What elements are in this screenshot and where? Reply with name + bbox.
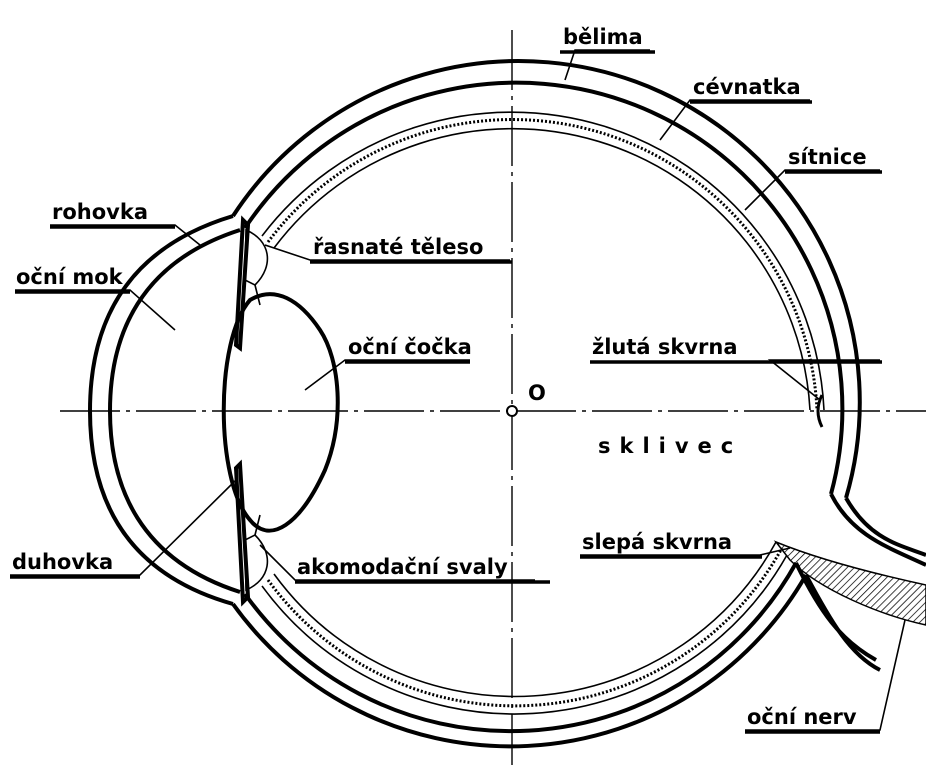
label-zluta-skvrna: žlutá skvrna [592, 335, 738, 359]
label-akomodacni-svaly: akomodační svaly [297, 555, 508, 579]
label-duhovka: duhovka [12, 550, 113, 574]
optic-nerve [776, 494, 926, 670]
ciliary-body [245, 230, 267, 590]
center-point [507, 406, 517, 416]
label-rasnate-teleso: řasnaté těleso [313, 235, 483, 259]
sclera [233, 61, 860, 746]
retina [268, 120, 817, 706]
label-ocni-cocka: oční čočka [348, 335, 472, 359]
label-belima: bělima [563, 25, 643, 49]
label-ocni-nerv: oční nerv [747, 705, 857, 729]
label-sitnice: sítnice [788, 145, 867, 169]
label-rohovka: rohovka [52, 200, 148, 224]
label-cevnatka: cévnatka [693, 75, 801, 99]
label-ocni-mok: oční mok [16, 265, 124, 289]
choroid [262, 112, 824, 714]
label-center-o: O [528, 381, 546, 405]
label-sklivec: sklivec [598, 434, 742, 458]
label-slepa-skvrna: slepá skvrna [582, 530, 732, 554]
axis-lines [60, 30, 926, 765]
